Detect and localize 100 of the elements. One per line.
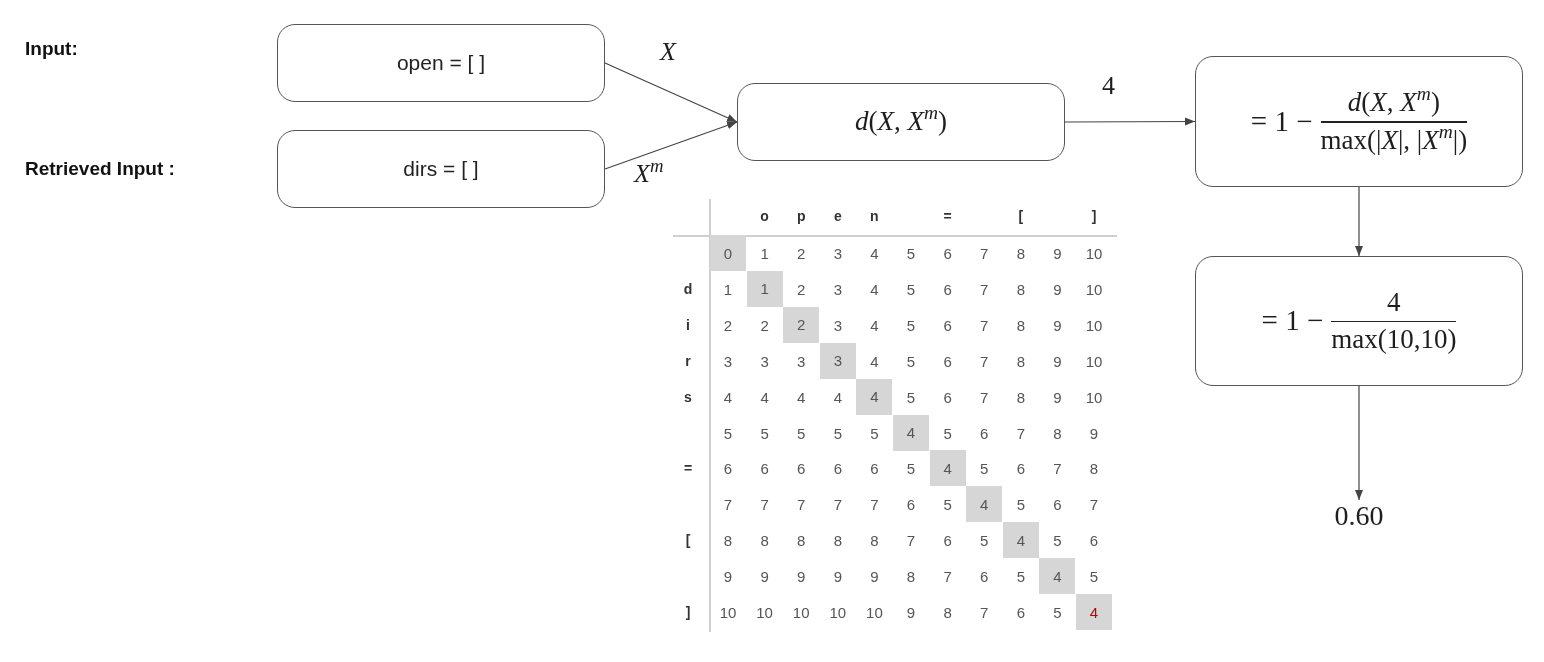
numerator: d(X, X$^{m}$) bbox=[1347, 87, 1440, 119]
matrix-value: 7 bbox=[980, 317, 989, 333]
formula-prefix: = 1 − bbox=[1250, 104, 1313, 139]
matrix-value: 6 bbox=[906, 496, 916, 512]
row-header: s bbox=[684, 389, 692, 404]
matrix-value: 5 bbox=[723, 425, 733, 440]
matrix-value: 3 bbox=[723, 353, 733, 369]
matrix-value: 8 bbox=[1089, 460, 1099, 476]
matrix-value: 6 bbox=[943, 281, 952, 297]
matrix-value: 6 bbox=[760, 460, 769, 476]
matrix-value: 7 bbox=[760, 496, 769, 512]
matrix-value: 1 bbox=[723, 281, 733, 297]
matrix-value: 7 bbox=[980, 281, 989, 297]
matrix-value: 5 bbox=[1016, 568, 1025, 584]
matrix-value: 3 bbox=[797, 353, 806, 369]
matrix-value: 8 bbox=[833, 532, 842, 548]
column-header: n bbox=[870, 209, 879, 223]
matrix-value: 5 bbox=[797, 425, 806, 440]
matrix-value: 7 bbox=[980, 604, 989, 620]
result-value: 0.60 bbox=[1334, 500, 1384, 533]
denominator: max(10,10) bbox=[1331, 324, 1457, 356]
highlighted-cell: 1 bbox=[746, 270, 783, 307]
matrix-value: 6 bbox=[980, 425, 989, 440]
matrix-value: 7 bbox=[943, 568, 952, 584]
matrix-value: 9 bbox=[906, 604, 916, 620]
denominator: max(|X|, |X$^{m}$|) bbox=[1320, 124, 1468, 156]
matrix-value: 5 bbox=[906, 353, 916, 369]
arrow bbox=[1355, 186, 1363, 257]
matrix-value: 5 bbox=[870, 425, 879, 440]
matrix-value: 10 bbox=[792, 604, 810, 620]
matrix-value: 6 bbox=[797, 460, 806, 476]
matrix-value: 7 bbox=[1053, 460, 1062, 476]
matrix-value: 9 bbox=[1053, 353, 1062, 369]
matrix-value: 4 bbox=[797, 389, 806, 405]
numerator: 4 bbox=[1387, 286, 1401, 318]
matrix-value: 9 bbox=[833, 568, 842, 584]
matrix-value: 7 bbox=[980, 389, 989, 405]
matrix-value: 4 bbox=[870, 281, 879, 297]
matrix-value: 6 bbox=[943, 389, 952, 405]
process-box bbox=[277, 24, 605, 102]
matrix-value: 7 bbox=[1089, 496, 1099, 512]
matrix-value: 5 bbox=[906, 281, 916, 297]
matrix-value: 4 bbox=[833, 389, 842, 405]
matrix-value: 7 bbox=[906, 532, 916, 548]
matrix-value: 9 bbox=[797, 568, 806, 584]
matrix-value: 10 bbox=[1085, 245, 1103, 261]
matrix-value: 8 bbox=[723, 532, 733, 548]
arrow bbox=[604, 62, 738, 123]
matrix-value: 6 bbox=[1053, 496, 1062, 512]
column-header: ] bbox=[1091, 209, 1097, 223]
box-text: open = [ ] bbox=[396, 50, 486, 76]
highlighted-cell: 4 bbox=[1039, 558, 1076, 595]
process-box bbox=[1195, 56, 1523, 187]
matrix-value: 10 bbox=[866, 604, 883, 620]
highlighted-cell: 0 bbox=[710, 235, 746, 271]
matrix-value: 8 bbox=[943, 604, 952, 620]
formula-text: d(X, X$^{m}$) bbox=[854, 106, 947, 138]
matrix-value: 5 bbox=[980, 460, 989, 476]
row-title: Retrieved Input : bbox=[25, 158, 175, 180]
matrix-value: 3 bbox=[760, 353, 769, 369]
matrix-value: 7 bbox=[833, 496, 842, 512]
highlighted-cell: 4 bbox=[856, 378, 893, 415]
row-header: = bbox=[683, 461, 693, 476]
highlighted-cell: 4 bbox=[893, 414, 929, 451]
matrix-value: 5 bbox=[1053, 532, 1062, 548]
matrix-value: 10 bbox=[1085, 353, 1103, 369]
matrix-value: 6 bbox=[980, 568, 989, 584]
matrix-value: 5 bbox=[906, 245, 916, 261]
matrix-value: 7 bbox=[797, 496, 806, 512]
column-header: p bbox=[796, 209, 806, 223]
matrix-value: 5 bbox=[833, 425, 842, 440]
matrix-value: 7 bbox=[980, 353, 989, 369]
formula-prefix: = 1 − bbox=[1261, 304, 1324, 338]
matrix-value: 7 bbox=[1016, 425, 1025, 440]
column-header: o bbox=[760, 209, 769, 223]
matrix-value: 6 bbox=[1016, 604, 1025, 620]
row-header: [ bbox=[685, 533, 691, 548]
highlighted-cell: 3 bbox=[819, 342, 856, 379]
matrix-value: 5 bbox=[906, 460, 916, 476]
matrix-value: 10 bbox=[756, 604, 773, 620]
matrix-value: 8 bbox=[1016, 317, 1025, 333]
matrix-value: 2 bbox=[797, 245, 806, 261]
matrix-value: 5 bbox=[906, 389, 916, 405]
matrix-value: 5 bbox=[1053, 604, 1062, 620]
matrix-value: 8 bbox=[1016, 353, 1025, 369]
arrow bbox=[604, 121, 738, 170]
matrix-value: 9 bbox=[1053, 281, 1062, 297]
matrix-value: 5 bbox=[980, 532, 989, 548]
matrix-value: 8 bbox=[1016, 245, 1025, 261]
matrix-value: 3 bbox=[833, 281, 842, 297]
matrix-value: 5 bbox=[1016, 496, 1025, 512]
row-header: r bbox=[685, 353, 691, 368]
highlighted-cell: 2 bbox=[783, 306, 820, 343]
column-header: = bbox=[943, 209, 952, 223]
matrix-value: 5 bbox=[906, 317, 916, 333]
matrix-value: 5 bbox=[760, 425, 769, 440]
matrix-value: 9 bbox=[1053, 317, 1062, 333]
matrix-value: 8 bbox=[870, 532, 879, 548]
process-box bbox=[737, 83, 1065, 161]
box-text: dirs = [ ] bbox=[403, 156, 479, 182]
